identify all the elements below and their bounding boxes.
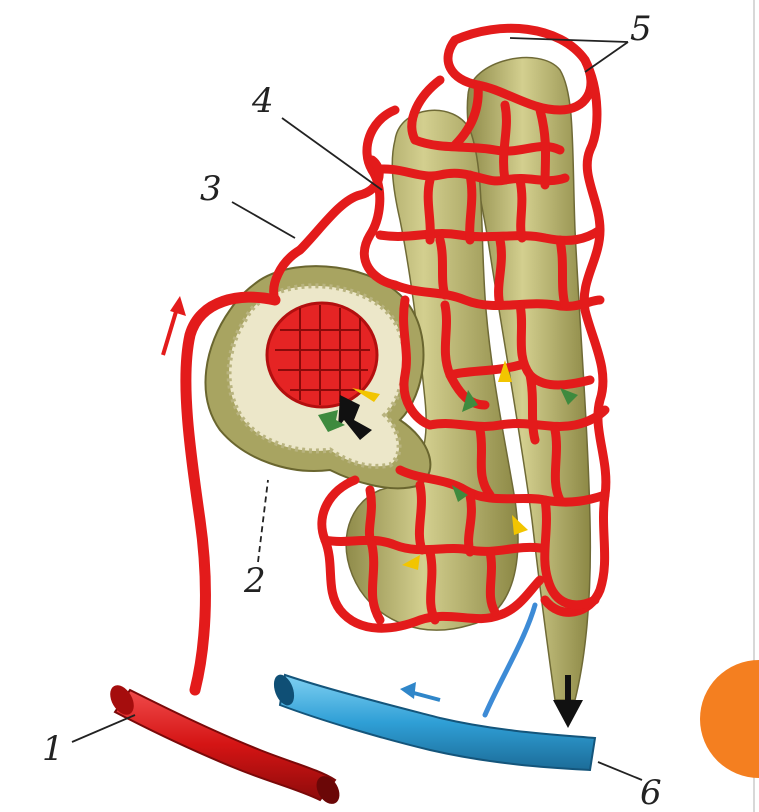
leader-3 [232,202,295,238]
venous-flow-arrow-head [400,682,416,699]
arterial-flow-arrow-head [170,296,186,316]
label-6: 6 [640,773,662,812]
label-5: 5 [630,9,652,49]
label-1: 1 [42,729,64,769]
urine-outflow-arrow-head [553,700,583,728]
label-4: 4 [251,81,274,121]
label-3: 3 [200,169,222,209]
leader-6 [598,762,642,780]
leader-1 [72,715,135,742]
label-2: 2 [243,561,266,601]
reabsorption-arrow-2 [512,515,528,535]
leader-5b [585,42,628,72]
leader-2 [258,480,268,562]
renal-vein [270,672,595,770]
